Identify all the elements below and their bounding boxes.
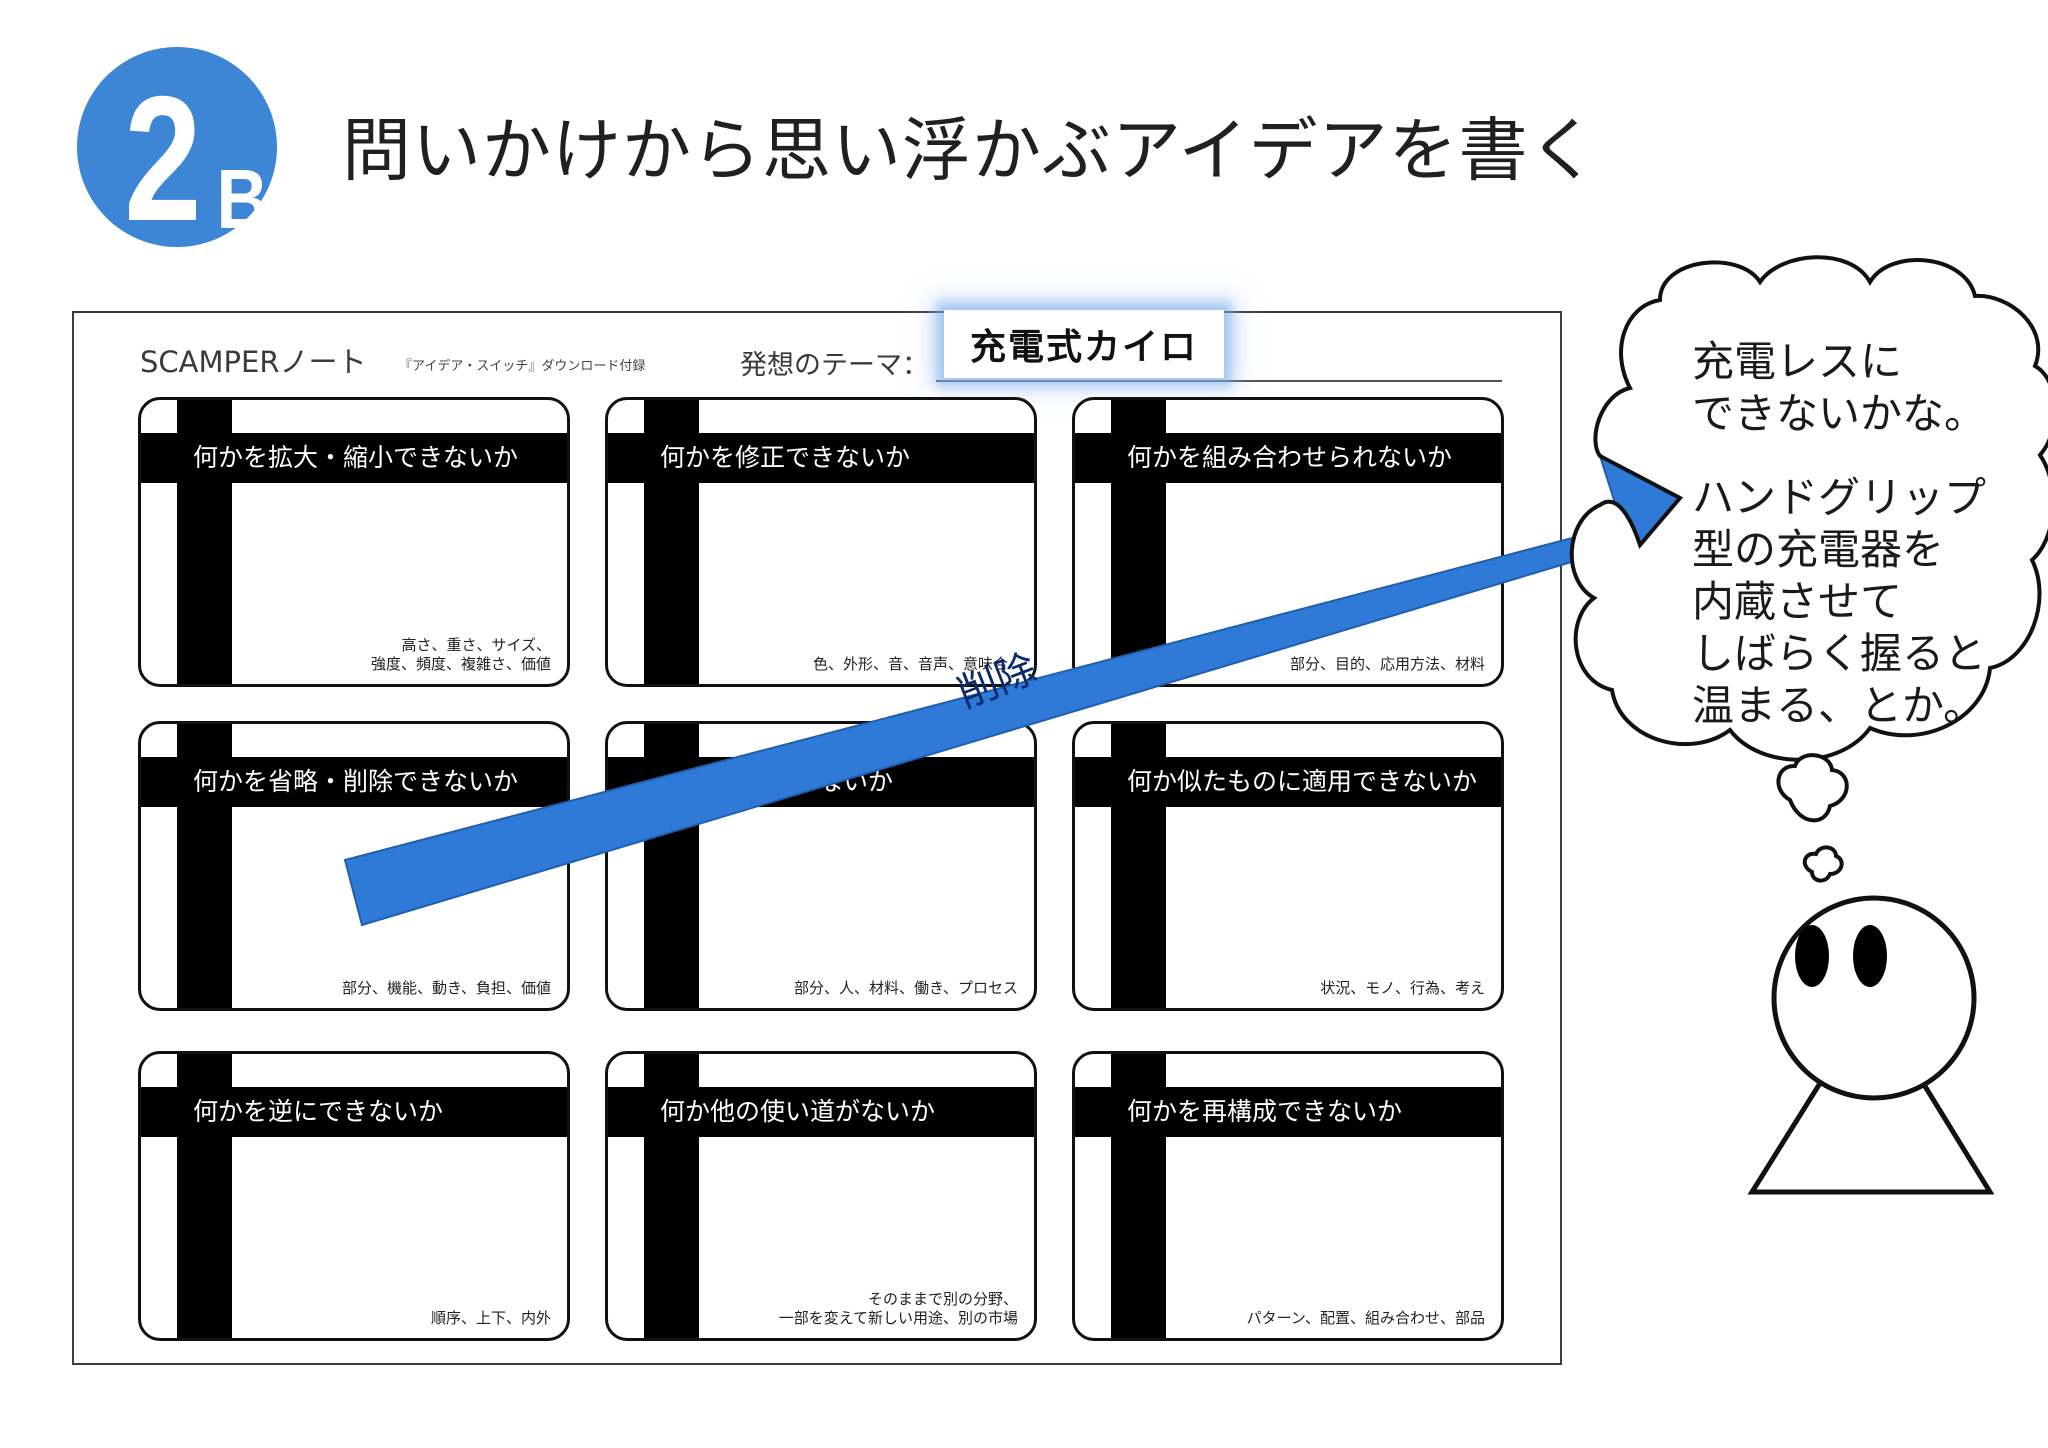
card-hint: パターン、配置、組み合わせ、部品 bbox=[1246, 1309, 1485, 1327]
card-question: 何かを省略・削除できないか bbox=[141, 757, 567, 807]
thought-cloud bbox=[1569, 255, 2048, 762]
scamper-worksheet: SCAMPERノート 『アイデア・スイッチ』ダウンロード付録 発想のテーマ： 充… bbox=[72, 310, 1562, 1365]
card-question: 何かを再構成できないか bbox=[1075, 1087, 1501, 1137]
card-question: 何か他の使い道がないか bbox=[608, 1087, 1034, 1137]
card-question: 何か似たものに適用できないか bbox=[1075, 757, 1501, 807]
badge-number: 2 bbox=[124, 59, 201, 250]
thought-puff-small bbox=[1802, 845, 1844, 883]
worksheet-title: SCAMPERノート bbox=[140, 345, 367, 379]
card-question: 何かを拡大・縮小できないか bbox=[141, 433, 567, 483]
character-left-eye bbox=[1795, 925, 1829, 987]
card-hint: 色、外形、音、音声、意味合 bbox=[812, 655, 1008, 673]
card-hint: 部分、機能、動き、負担、価値 bbox=[342, 979, 551, 997]
page-title: 問いかけから思い浮かぶアイデアを書く bbox=[342, 111, 1599, 191]
card-hint: 順序、上下、内外 bbox=[430, 1309, 551, 1327]
worksheet-subtitle: 『アイデア・スイッチ』ダウンロード付録 bbox=[399, 359, 646, 374]
card-magnify: 何かを拡大・縮小できないか 高さ、重さ、サイズ、 強度、頻度、複雑さ、価値 bbox=[138, 397, 570, 687]
card-question: 何かを修正できないか bbox=[608, 433, 1034, 483]
card-adapt: 何か似たものに適用できないか 状況、モノ、行為、考え bbox=[1072, 721, 1504, 1011]
card-substitute: ないか 部分、人、材料、働き、プロセス bbox=[605, 721, 1037, 1011]
badge-circle bbox=[77, 47, 277, 247]
card-question: 何かを組み合わせられないか bbox=[1075, 433, 1501, 483]
step-badge: 2 B bbox=[77, 47, 277, 250]
card-hint: 状況、モノ、行為、考え bbox=[1320, 979, 1485, 997]
thought-text-1: 充電レスに できないかな。 bbox=[1692, 337, 1987, 438]
theme-underline bbox=[936, 380, 1502, 382]
card-put-to-other-use: 何か他の使い道がないか そのままで別の分野、 一部を変えて新しい用途、別の市場 bbox=[605, 1051, 1037, 1341]
card-hint: そのままで別の分野、 一部を変えて新しい用途、別の市場 bbox=[778, 1290, 1018, 1327]
theme-value: 充電式カイロ bbox=[969, 326, 1198, 368]
thought-text-2: ハンドグリップ 型の充電器を 内蔵させて しばらく握ると 温まる、とか。 bbox=[1692, 473, 1987, 730]
card-rearrange: 何かを再構成できないか パターン、配置、組み合わせ、部品 bbox=[1072, 1051, 1504, 1341]
theme-field[interactable]: 充電式カイロ bbox=[944, 310, 1224, 378]
badge-letter: B bbox=[217, 151, 269, 246]
card-hint: 部分、目的、応用方法、材料 bbox=[1289, 655, 1485, 673]
character-right-eye bbox=[1853, 925, 1887, 987]
card-reverse: 何かを逆にできないか 順序、上下、内外 bbox=[138, 1051, 570, 1341]
card-question: 何かを逆にできないか bbox=[141, 1087, 567, 1137]
card-hint: 高さ、重さ、サイズ、 強度、頻度、複雑さ、価値 bbox=[370, 636, 551, 673]
card-modify: 何かを修正できないか 色、外形、音、音声、意味合 bbox=[605, 397, 1037, 687]
thought-puff-large bbox=[1776, 753, 1849, 823]
card-hint: 部分、人、材料、働き、プロセス bbox=[794, 979, 1018, 997]
theme-label: 発想のテーマ： bbox=[740, 350, 929, 381]
